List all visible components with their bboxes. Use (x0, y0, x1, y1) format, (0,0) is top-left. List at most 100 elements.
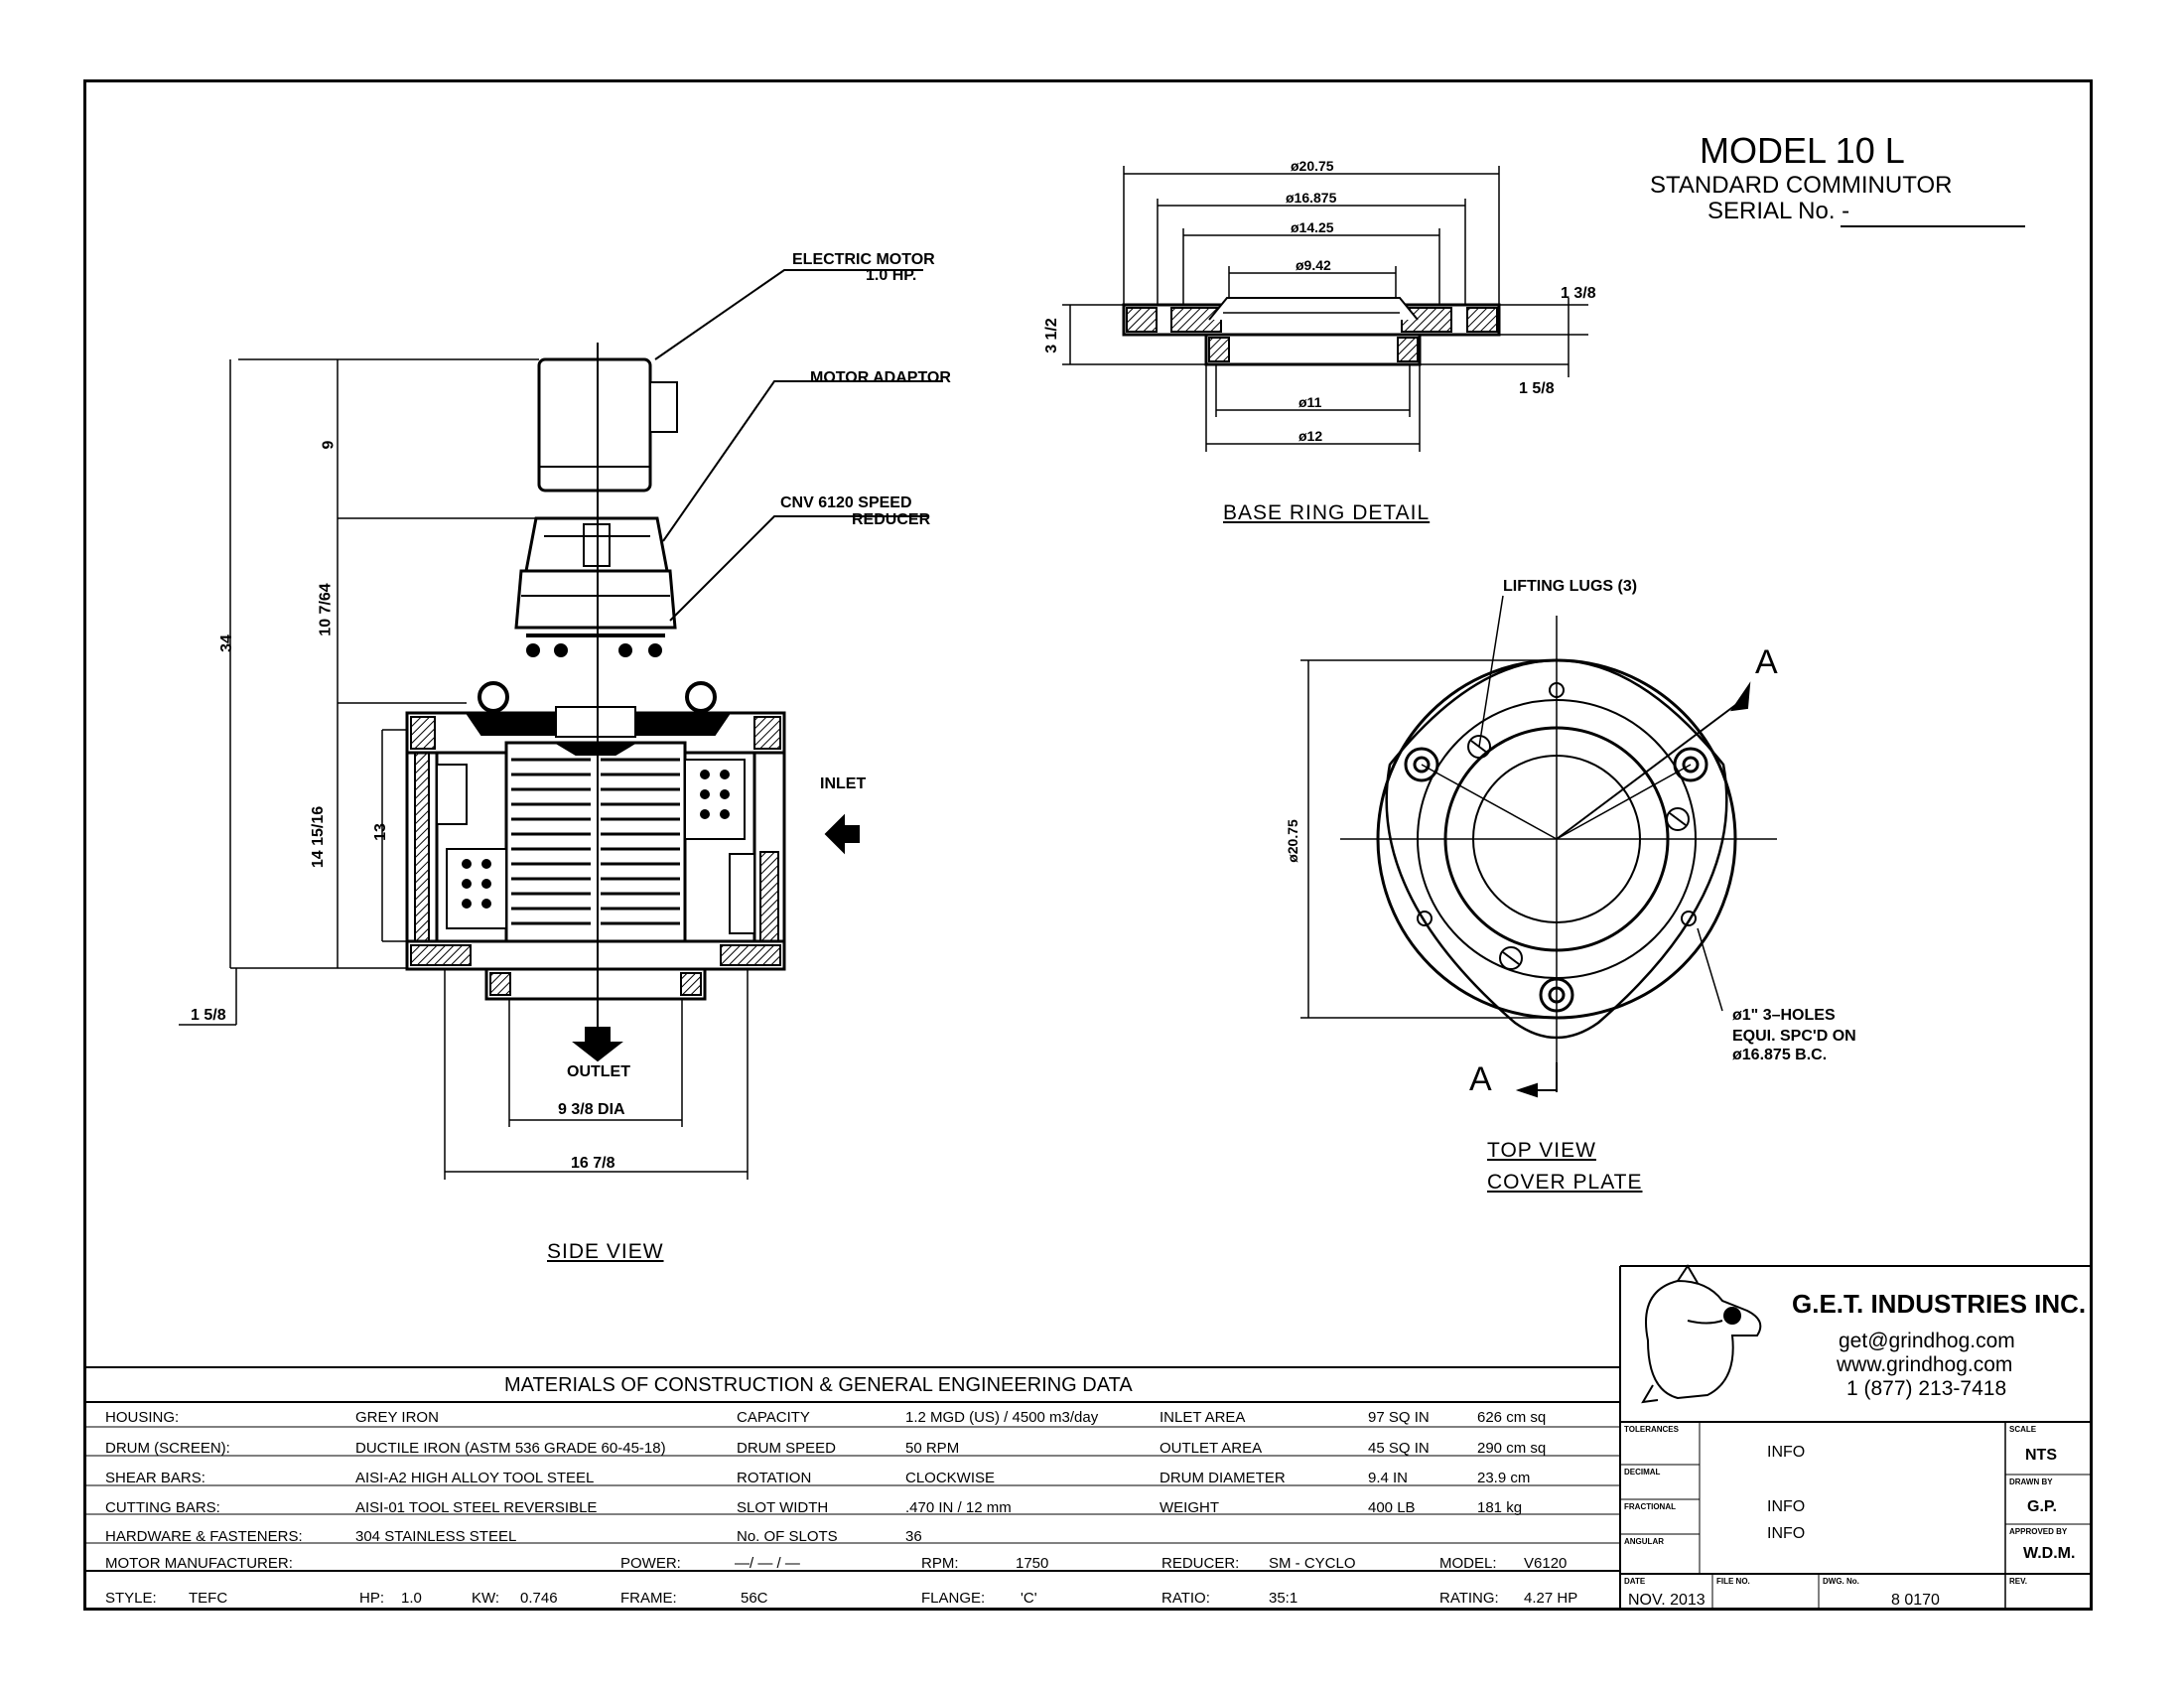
rating-label: RATING: (1439, 1590, 1499, 1607)
model-subtitle: STANDARD COMMINUTOR (1650, 172, 1953, 199)
holes-callout-1: ø1" 3–HOLES (1732, 1007, 1836, 1024)
electric-motor-callout: ELECTRIC MOTOR (792, 251, 935, 268)
dwg-label: DWG. No. (1823, 1577, 1859, 1586)
materials-cell-v2: 45 SQ IN (1368, 1440, 1430, 1457)
materials-cell-v1: 50 RPM (905, 1440, 960, 1457)
tolerance-info-3: INFO (1767, 1525, 1806, 1542)
date-value: NOV. 2013 (1628, 1592, 1706, 1609)
electric-motor-hp: 1.0 HP. (866, 267, 917, 284)
tolerance-info-1: INFO (1767, 1444, 1806, 1461)
drawing-frame (83, 79, 2093, 1611)
materials-cell-material: AISI-A2 HIGH ALLOY TOOL STEEL (355, 1470, 595, 1486)
tolerance-info-2: INFO (1767, 1498, 1806, 1515)
drawn-value: G.P. (2027, 1498, 2057, 1515)
dim-inner-height: 13 (371, 823, 389, 841)
dim-top-diameter: ø20.75 (1284, 819, 1300, 863)
materials-cell-v2: 97 SQ IN (1368, 1409, 1430, 1426)
side-view-drawing (179, 269, 943, 1180)
dim-br-d1: ø20.75 (1291, 158, 1334, 174)
flange-label: FLANGE: (921, 1590, 986, 1607)
top-view-title: TOP VIEW (1487, 1139, 1596, 1162)
date-label: DATE (1624, 1577, 1646, 1586)
company-phone: 1 (877) 213-7418 (1846, 1377, 2007, 1400)
dim-outlet-dia: 9 3/8 DIA (558, 1101, 625, 1118)
speed-reducer-callout-2: REDUCER (852, 511, 931, 528)
outlet-label: OUTLET (567, 1063, 630, 1080)
scale-value: NTS (2025, 1447, 2057, 1464)
drawn-label: DRAWN BY (2009, 1477, 2053, 1486)
materials-cell-v3: 290 cm sq (1477, 1440, 1547, 1457)
cover-plate-title: COVER PLATE (1487, 1171, 1643, 1194)
materials-cell-p2: WEIGHT (1160, 1499, 1219, 1516)
lifting-lugs-callout: LIFTING LUGS (3) (1503, 578, 1638, 595)
materials-cell-v2: 400 LB (1368, 1499, 1416, 1516)
hog-logo (1641, 1264, 1762, 1404)
base-ring-drawing (1062, 166, 1588, 452)
materials-cell-v1: .470 IN / 12 mm (905, 1499, 1012, 1516)
materials-cell-material: 304 STAINLESS STEEL (355, 1528, 517, 1545)
materials-cell-p1: SLOT WIDTH (737, 1499, 829, 1516)
side-view-title: SIDE VIEW (547, 1240, 664, 1263)
dim-body-height: 14 15/16 (310, 805, 328, 869)
reducer-value: SM - CYCLO (1269, 1555, 1356, 1572)
materials-cell-material: GREY IRON (355, 1409, 439, 1426)
section-a-marker-2: A (1469, 1060, 1492, 1098)
scale-label: SCALE (2009, 1425, 2037, 1434)
file-label: FILE NO. (1716, 1577, 1750, 1586)
model-title: MODEL 10 L (1700, 130, 1905, 171)
frame-value: 56C (741, 1590, 768, 1607)
kw-label: KW: (472, 1590, 500, 1607)
fractional-label: FRACTIONAL (1624, 1502, 1676, 1511)
materials-cell-label: SHEAR BARS: (105, 1470, 205, 1486)
rating-value: 4.27 HP (1524, 1590, 1578, 1607)
top-view-drawing (1300, 595, 1777, 1098)
materials-cell-material: DUCTILE IRON (ASTM 536 GRADE 60-45-18) (355, 1440, 666, 1457)
materials-cell-p1: CAPACITY (737, 1409, 810, 1426)
dim-br-top: 1 3/8 (1561, 285, 1596, 302)
approved-value: W.D.M. (2023, 1545, 2076, 1562)
dim-width: 16 7/8 (571, 1155, 615, 1172)
ratio-value: 35:1 (1269, 1590, 1298, 1607)
materials-cell-material: AISI-01 TOOL STEEL REVERSIBLE (355, 1499, 598, 1516)
company-web: www.grindhog.com (1837, 1353, 2013, 1376)
dim-br-d4: ø9.42 (1296, 257, 1331, 273)
inlet-label: INLET (820, 775, 867, 792)
dim-base: 1 5/8 (191, 1007, 226, 1024)
flange-value: 'C' (1021, 1590, 1037, 1607)
hp-value: 1.0 (401, 1590, 422, 1607)
dwg-value: 8 0170 (1891, 1592, 1940, 1609)
materials-cell-p2: OUTLET AREA (1160, 1440, 1263, 1457)
materials-cell-v3: 181 kg (1477, 1499, 1523, 1516)
dim-br-d6: ø12 (1298, 428, 1323, 444)
rpm-value: 1750 (1016, 1555, 1049, 1572)
decimal-label: DECIMAL (1624, 1468, 1661, 1477)
company-name: G.E.T. INDUSTRIES INC. (1792, 1289, 2087, 1319)
model-label: MODEL: (1439, 1555, 1497, 1572)
frame-label: FRAME: (620, 1590, 677, 1607)
company-email: get@grindhog.com (1839, 1330, 2015, 1352)
materials-cell-label: HOUSING: (105, 1409, 180, 1426)
dim-br-bottom: 1 5/8 (1519, 380, 1555, 397)
motor-adaptor-callout: MOTOR ADAPTOR (810, 369, 951, 386)
dim-reducer-height: 10 7/64 (317, 583, 335, 636)
dim-br-d2: ø16.875 (1286, 190, 1337, 206)
materials-cell-p1: DRUM SPEED (737, 1440, 837, 1457)
materials-cell-label: HARDWARE & FASTENERS: (105, 1528, 303, 1545)
approved-label: APPROVED BY (2009, 1527, 2068, 1536)
materials-cell-p1: No. OF SLOTS (737, 1528, 838, 1545)
materials-cell-label: DRUM (SCREEN): (105, 1440, 230, 1457)
style-label: STYLE: (105, 1590, 157, 1607)
base-ring-title: BASE RING DETAIL (1223, 501, 1431, 524)
materials-cell-p2: DRUM DIAMETER (1160, 1470, 1286, 1486)
ratio-label: RATIO: (1161, 1590, 1210, 1607)
materials-cell-v3: 626 cm sq (1477, 1409, 1547, 1426)
tolerances-label: TOLERANCES (1624, 1425, 1679, 1434)
materials-cell-v3: 23.9 cm (1477, 1470, 1531, 1486)
model-value: V6120 (1524, 1555, 1568, 1572)
reducer-label: REDUCER: (1161, 1555, 1240, 1572)
rev-label: REV. (2009, 1577, 2027, 1586)
materials-cell-p2: INLET AREA (1160, 1409, 1246, 1426)
materials-cell-v1: CLOCKWISE (905, 1470, 996, 1486)
holes-callout-2: EQUI. SPC'D ON (1732, 1028, 1856, 1045)
speed-reducer-callout: CNV 6120 SPEED (780, 494, 912, 511)
